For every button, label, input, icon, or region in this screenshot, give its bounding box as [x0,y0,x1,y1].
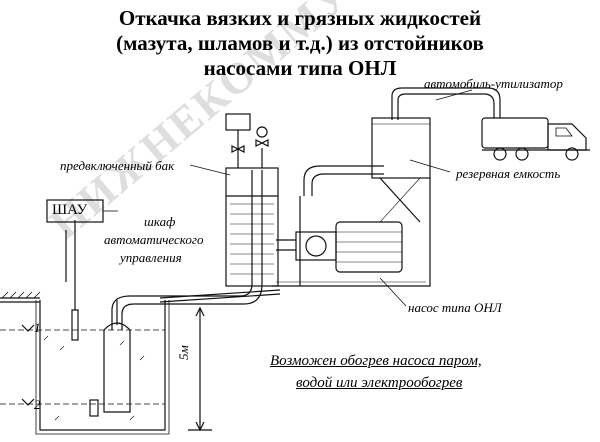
title-line-3: насосами типа ОНЛ [203,56,397,80]
support-frame [272,178,431,287]
suction-pipe [111,170,263,330]
level-markers [21,324,35,406]
label-level-2: 2 [34,397,41,412]
label-shau: ШАУ [52,202,88,218]
submerged-unit [89,300,131,417]
label-cabinet-3: управления [120,250,182,265]
title-line-2: (мазута, шламов и т.д.) из отстойников [116,31,484,55]
label-reserve: резервная емкость [456,166,561,181]
label-level-1: 1 [34,320,41,335]
label-truck: автомобиль-утилизатор [424,76,563,91]
truck [481,117,590,161]
label-cabinet-2: автоматического [104,232,204,247]
title-line-1: Откачка вязких и грязных жидкостей [118,6,482,30]
shau-cabinet [46,199,118,223]
note-line-1: Возможен обогрев насоса паром, [270,353,482,369]
reserve-tank [371,117,431,223]
label-pump: насос типа ОНЛ [408,300,502,315]
note-line-2: водой или электрообогрев [296,375,463,391]
label-depth: 5м [176,345,191,360]
pump-onl [276,221,403,273]
label-cabinet-1: шкаф [144,214,176,229]
depth-dimension [188,306,212,432]
label-leaders [189,89,473,307]
label-prebak: предвключенный бак [60,158,175,173]
sump-pit [0,300,170,435]
pre-tank [225,148,279,287]
discharge-pipe [303,87,501,196]
level-sensor [65,220,79,341]
tank-valves [225,113,269,153]
